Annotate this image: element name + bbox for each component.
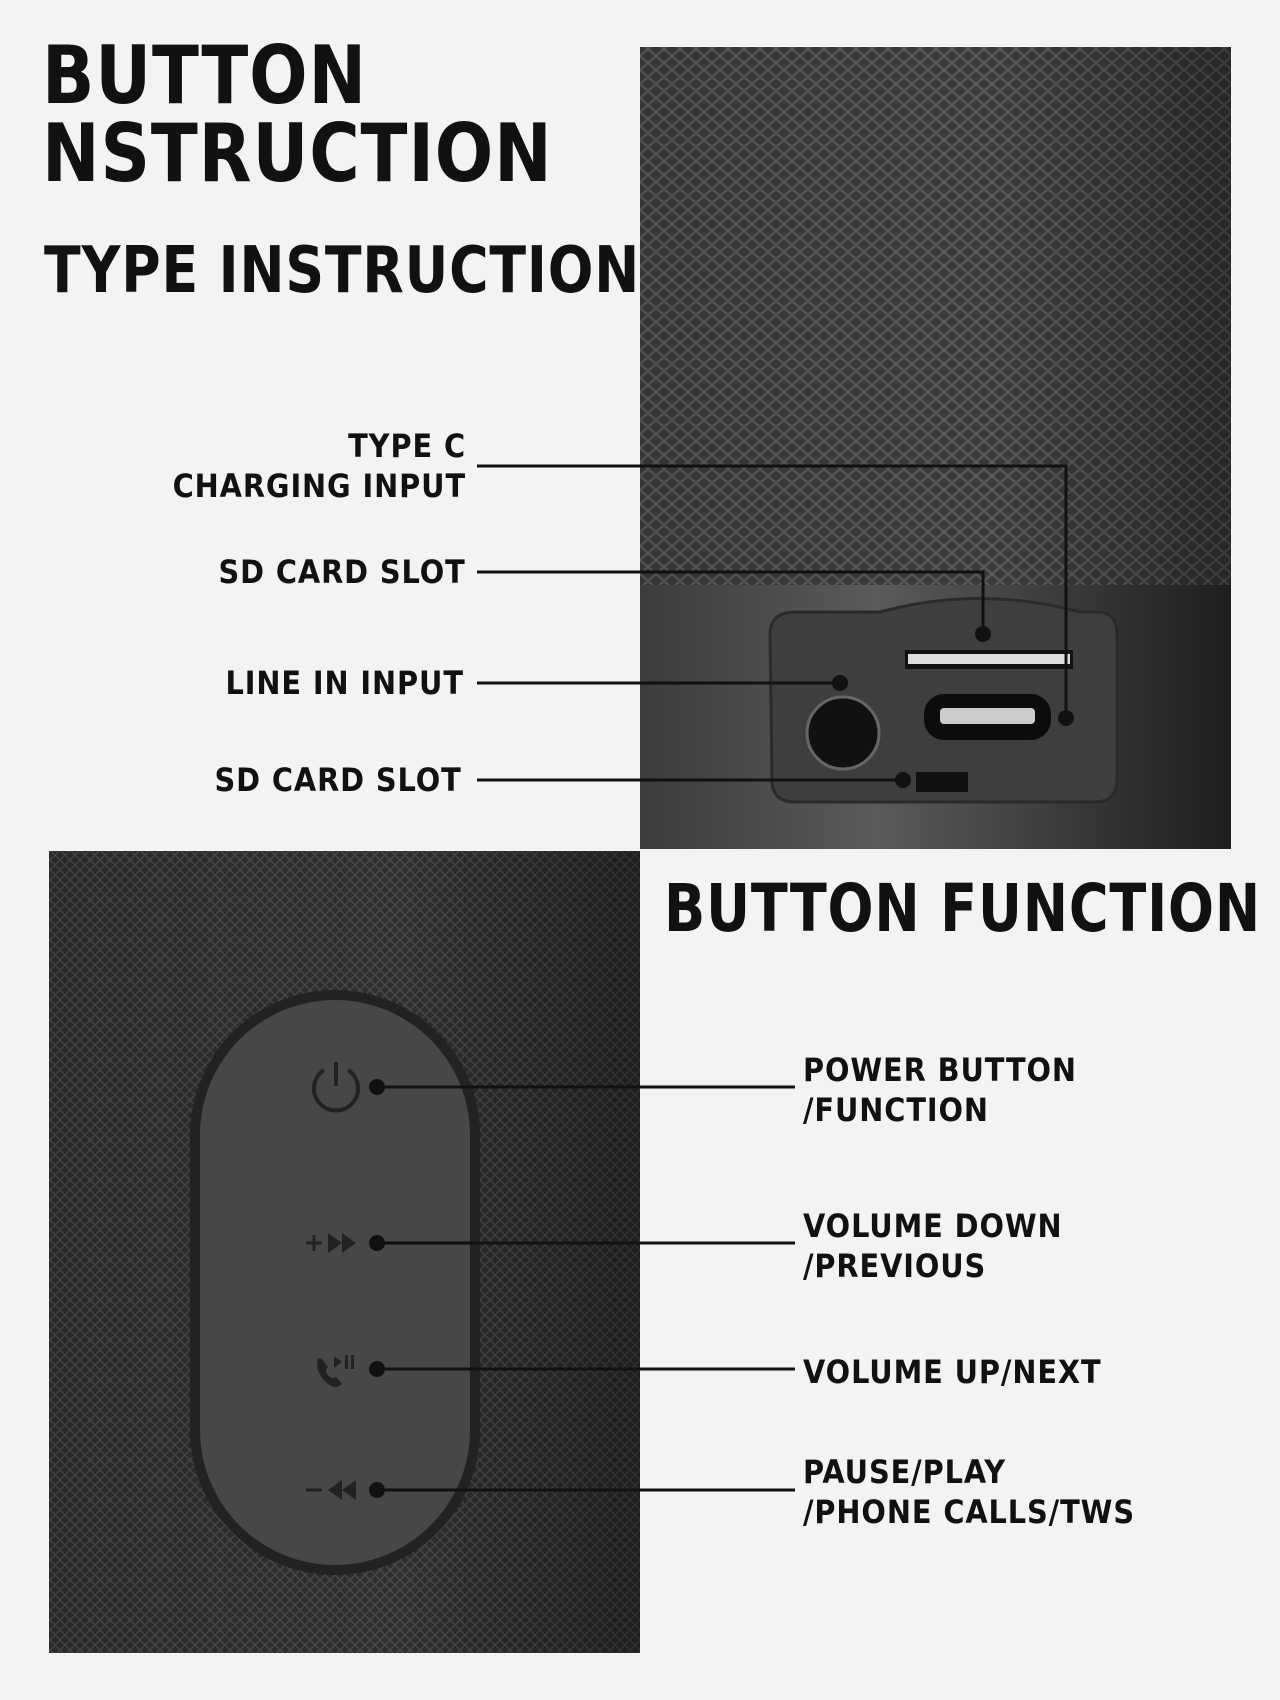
title-instruction: NSTRUCTION — [42, 107, 553, 200]
port-label-line-in: LINE IN INPUT — [225, 664, 464, 702]
volume-down-previous-icon — [306, 1480, 356, 1500]
speaker-port-image — [640, 47, 1231, 849]
volume-up-next-icon — [306, 1233, 356, 1253]
button-label-power: POWER BUTTON /FUNCTION — [803, 1050, 1077, 1130]
port-label-line: CHARGING INPUT — [172, 467, 466, 505]
port-label-type-c: TYPE C CHARGING INPUT — [173, 426, 466, 506]
sd-switch — [916, 772, 968, 792]
speaker-button-image — [49, 851, 640, 1653]
button-label-line: VOLUME DOWN — [803, 1207, 1063, 1245]
button-label-line: /FUNCTION — [803, 1091, 989, 1129]
title-button: BUTTON — [42, 29, 367, 122]
title-button-function: BUTTON FUNCTION — [664, 870, 1261, 947]
leader-lines — [377, 464, 1068, 1492]
port-label-sd-card: SD CARD SLOT — [218, 553, 466, 591]
port-label-sd-card-2: SD CARD SLOT — [214, 761, 462, 799]
button-label-line: /PREVIOUS — [803, 1247, 987, 1285]
button-label-pause-play: PAUSE/PLAY /PHONE CALLS/TWS — [803, 1452, 1135, 1532]
power-icon — [312, 1062, 360, 1113]
port-label-line: TYPE C — [348, 427, 466, 465]
button-label-line: /PHONE CALLS/TWS — [803, 1493, 1135, 1531]
button-label-line: POWER BUTTON — [803, 1051, 1077, 1089]
line-in-jack — [805, 695, 881, 771]
button-label-volume-down: VOLUME DOWN /PREVIOUS — [803, 1206, 1062, 1286]
leader-dots — [369, 626, 1074, 1498]
button-label-line: PAUSE/PLAY — [803, 1453, 1007, 1491]
button-panel — [200, 1000, 470, 1565]
title-type-instruction: TYPE INSTRUCTION — [44, 234, 641, 308]
button-label-volume-up: VOLUME UP/NEXT — [803, 1353, 1102, 1391]
phone-play-pause-icon — [317, 1355, 354, 1387]
